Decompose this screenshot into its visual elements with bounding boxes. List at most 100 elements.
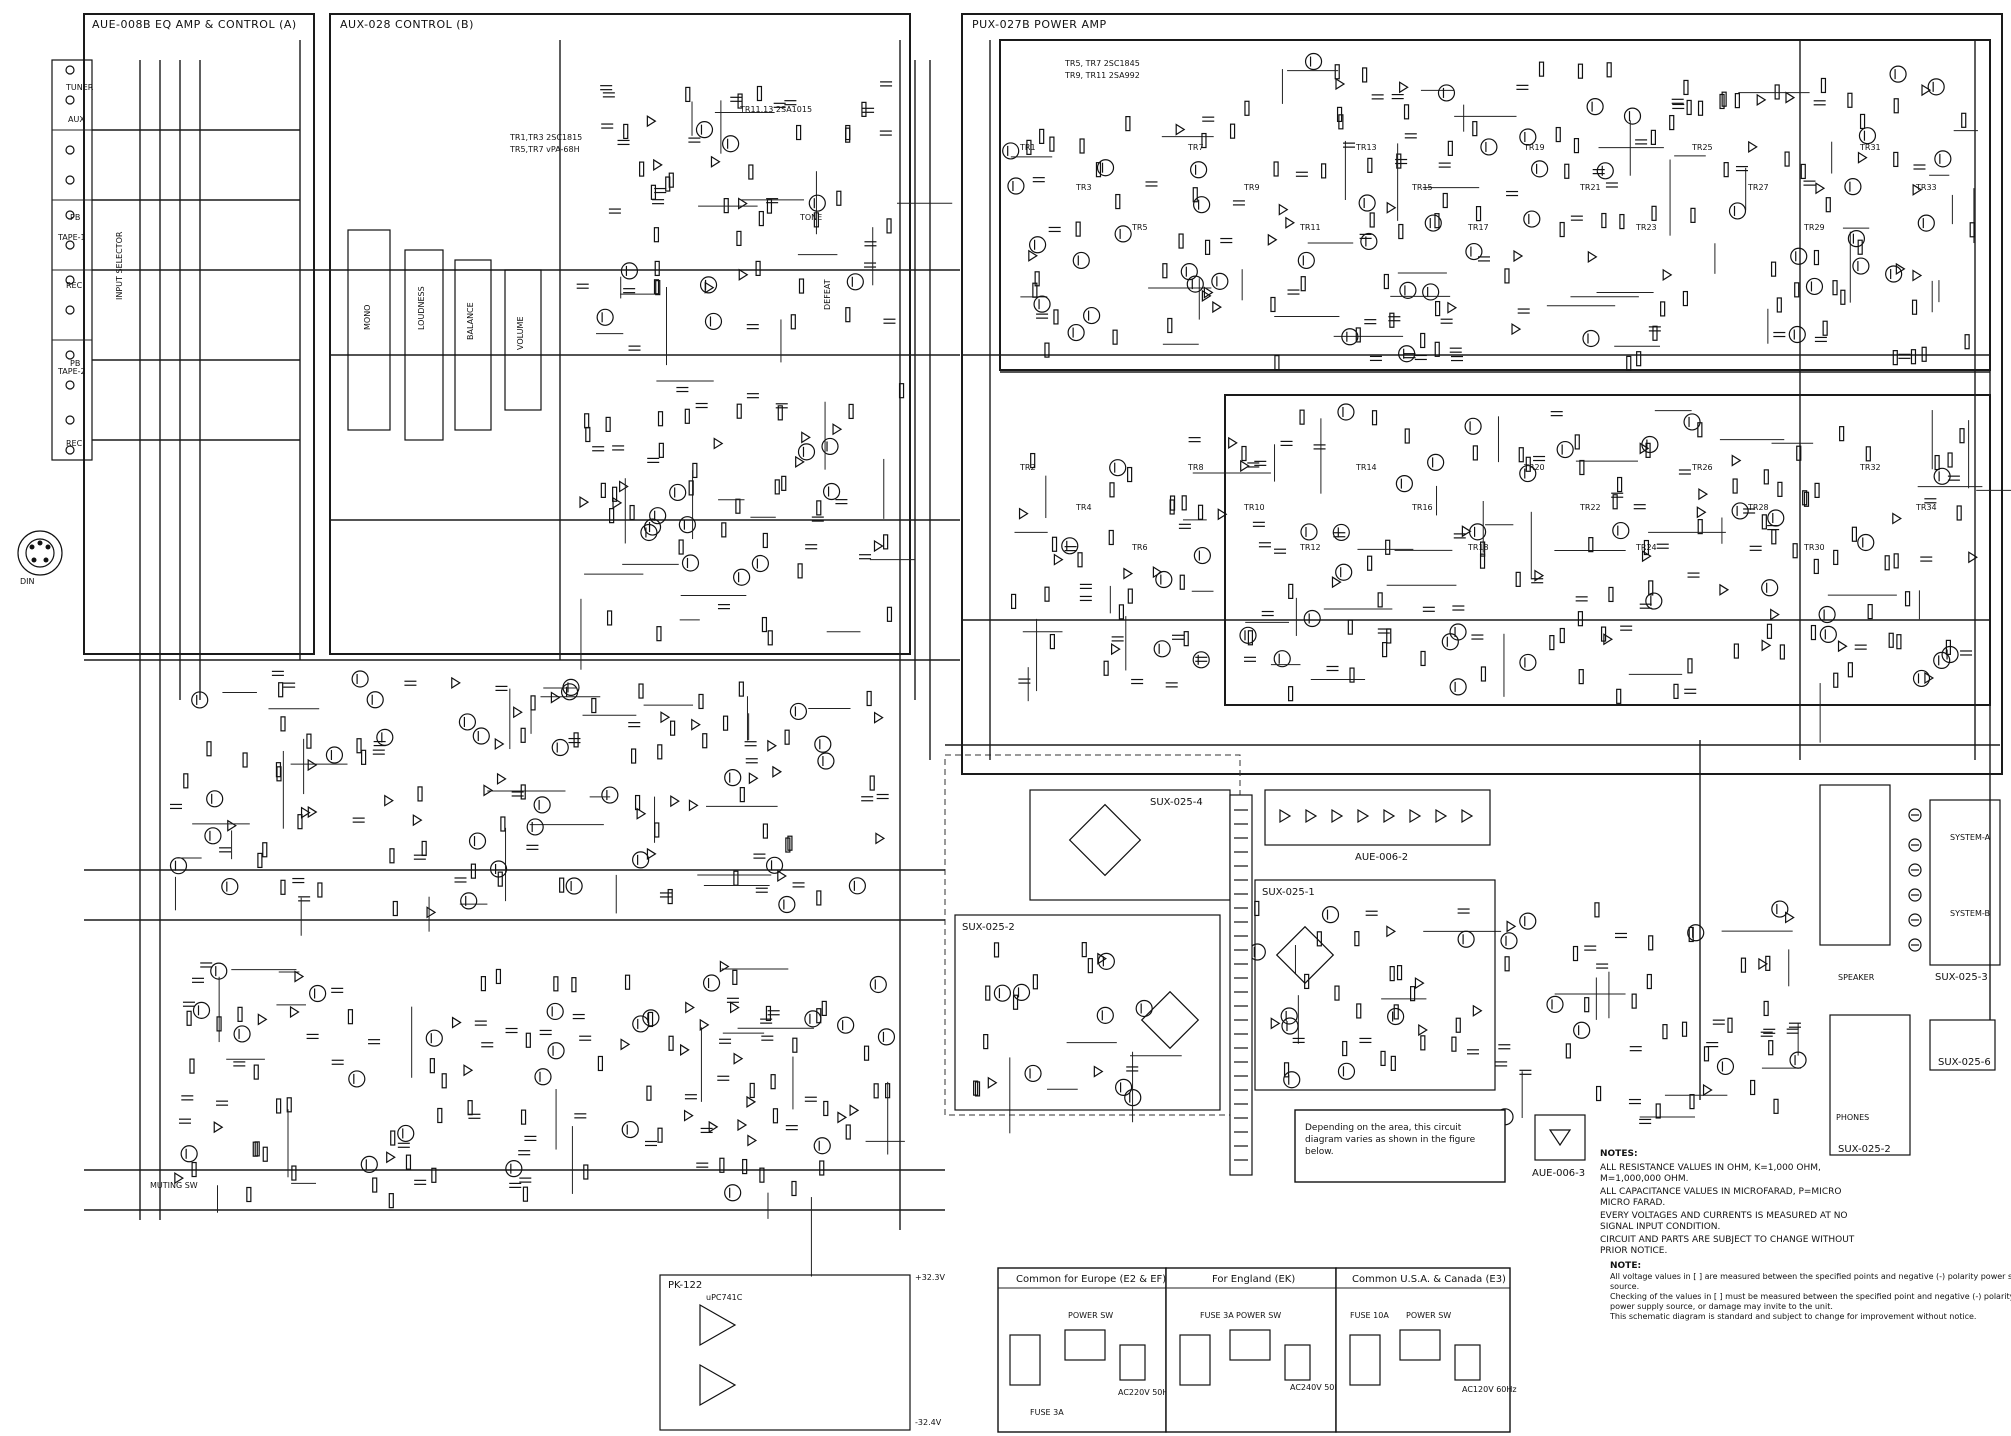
resistor	[1697, 100, 1704, 116]
resistor	[1371, 410, 1378, 426]
input-jacks: TUNER AUX PB TAPE-1 REC PB TAPE-2 REC	[51, 59, 94, 461]
resistor	[1115, 193, 1121, 210]
transistor-label-mid: TR18	[1467, 543, 1489, 552]
resistor	[1689, 1093, 1695, 1110]
diode-symbol	[1175, 123, 1186, 136]
resistor	[583, 1164, 589, 1180]
diode-symbol	[873, 539, 884, 553]
resistor	[653, 279, 660, 295]
diode-symbol	[1228, 436, 1238, 450]
resistor	[421, 840, 427, 857]
control-loudness: LOUDNESS	[417, 286, 426, 330]
svg-text:AC220V 50Hz: AC220V 50Hz	[1118, 1388, 1173, 1397]
jack-terminal	[65, 415, 75, 425]
transistor-symbol	[1858, 127, 1877, 145]
resistor	[1079, 138, 1085, 154]
resistor	[1369, 212, 1375, 228]
resistor	[356, 738, 362, 754]
resistor	[437, 1107, 443, 1124]
resistor	[1077, 552, 1083, 568]
resistor	[1884, 555, 1890, 571]
transistor-symbol	[180, 1145, 198, 1163]
resistor	[761, 616, 768, 633]
resistor	[1030, 452, 1036, 469]
transistor-symbol	[1427, 453, 1445, 471]
diode-symbol	[691, 718, 701, 731]
resistor	[1832, 280, 1838, 296]
diode-symbol	[213, 1121, 224, 1134]
resistor	[762, 823, 768, 839]
diode-symbol	[646, 847, 657, 861]
resistor	[650, 184, 657, 200]
resistor	[257, 852, 263, 869]
transistor-symbol	[1852, 257, 1870, 275]
resistor	[1032, 974, 1038, 990]
diode-symbol	[1472, 1004, 1483, 1017]
transistor-symbol	[765, 856, 784, 874]
transistor-symbol	[813, 1137, 831, 1155]
diode-symbol	[1414, 977, 1425, 990]
resistor	[1601, 212, 1607, 229]
transistor-symbol	[547, 1042, 565, 1060]
resistor	[1792, 543, 1798, 559]
resistor	[1403, 104, 1410, 120]
resistor	[1813, 558, 1819, 575]
jack-terminal	[65, 210, 75, 220]
diode-symbol	[1285, 216, 1296, 229]
transistor-symbol	[1531, 160, 1549, 178]
resistor	[280, 879, 286, 895]
transistor-symbol	[1398, 345, 1416, 363]
resistor	[1648, 935, 1654, 951]
transistor-label-mid: TR12	[1299, 543, 1321, 552]
diode-symbol	[1331, 576, 1342, 589]
transistor-note-pwr-a: TR5, TR7 2SC1845	[1064, 59, 1140, 68]
svg-text:POWER SW: POWER SW	[1406, 1311, 1451, 1320]
resistor	[1911, 299, 1918, 315]
transistor-symbol	[1805, 277, 1824, 296]
transistor-symbol	[397, 1124, 415, 1143]
resistor	[1893, 98, 1899, 114]
diode-symbol	[1895, 262, 1906, 276]
resistor	[1616, 688, 1622, 704]
svg-text:SUX-025-1: SUX-025-1	[1262, 887, 1315, 898]
transistor-symbol	[1457, 930, 1475, 948]
transistor-label-top: TR15	[1411, 183, 1433, 192]
transistor-label-mid: TR24	[1635, 543, 1657, 552]
transistor-symbol	[1927, 78, 1945, 96]
resistor	[781, 475, 787, 491]
variant-box-usa-canada: Common U.S.A. & Canada (E3) POWER SW FUS…	[1335, 1267, 1517, 1433]
transistor-symbol	[1186, 275, 1204, 293]
transistor-symbol	[191, 691, 209, 709]
resistor	[1810, 624, 1817, 641]
resistor	[278, 682, 284, 698]
ic-label: uPC741C	[706, 1293, 743, 1302]
transistor-symbol	[1819, 625, 1837, 643]
diode-symbol	[386, 1151, 396, 1164]
transistor-symbol	[1304, 52, 1323, 71]
transistor-symbol	[1683, 413, 1701, 431]
transistor-symbol	[722, 135, 740, 153]
resistor	[1896, 634, 1902, 650]
resistor	[1087, 958, 1093, 974]
svg-text:NOTES:: NOTES:	[1600, 1149, 1638, 1159]
resistor	[1354, 931, 1360, 947]
transistor-label-top: TR31	[1859, 143, 1881, 152]
transistor-symbol	[1012, 983, 1031, 1002]
svg-text:AC120V 60Hz: AC120V 60Hz	[1462, 1385, 1517, 1394]
resistor	[656, 626, 662, 642]
resistor	[441, 1073, 447, 1089]
diode-symbol	[307, 758, 318, 772]
resistor	[898, 383, 905, 399]
resistor	[684, 408, 690, 424]
diode-symbol	[1399, 81, 1409, 94]
section-title-power-amp: PUX-027B POWER AMP	[972, 18, 1107, 31]
diode-symbol	[683, 1109, 694, 1122]
board-aue-006-3: AUE-006-3	[1532, 1114, 1586, 1179]
resistor	[1794, 282, 1800, 298]
transistor-symbol	[1193, 546, 1211, 565]
phones-label: PHONES	[1836, 1113, 1869, 1122]
resistor	[756, 85, 763, 102]
resistor	[1662, 1024, 1668, 1040]
resistor	[1673, 683, 1679, 699]
